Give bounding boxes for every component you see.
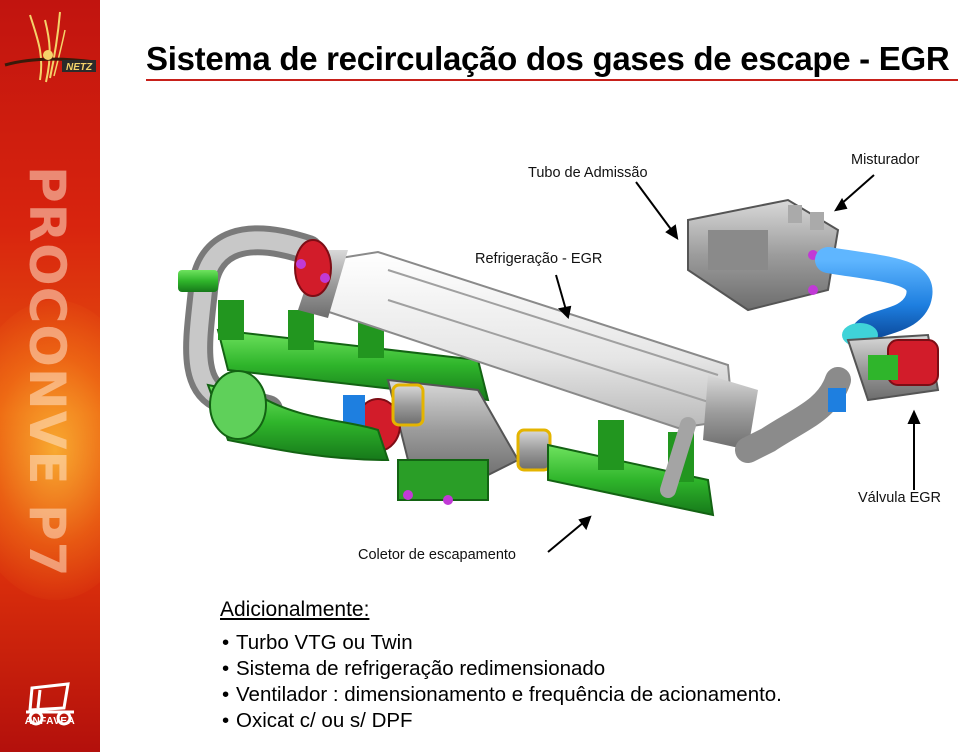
list-item: Oxicat c/ ou s/ DPF [222, 708, 782, 734]
title-underline [146, 79, 958, 81]
slide-title: Sistema de recirculação dos gases de esc… [146, 40, 950, 77]
exhaust-manifold-rear [216, 300, 490, 402]
netz-logo-text: NETZ [66, 62, 93, 73]
list-item: Ventilador : dimensionamento e frequênci… [222, 682, 782, 708]
notes-list: Turbo VTG ou Twin Sistema de refrigeraçã… [222, 630, 782, 734]
label-coletor-escapamento: Coletor de escapamento [358, 547, 516, 563]
cooler-outlet-pipe [660, 417, 696, 498]
label-misturador: Misturador [851, 152, 920, 168]
egr-system-diagram [178, 174, 940, 553]
label-valvula-egr: Válvula EGR [858, 490, 942, 506]
egr-cooler [298, 250, 758, 450]
egr-return-pipe [178, 225, 323, 425]
intake-mixer [687, 198, 840, 312]
label-refrigeracao-egr: Refrigeração - EGR [475, 251, 603, 267]
sidebar: NETZ PROCONVE P7 ANFAVEA [0, 0, 100, 752]
label-tubo-admissao: Tubo de Admissão [528, 165, 648, 181]
netz-logo-icon: NETZ [4, 11, 96, 83]
intake-blue-pipe [815, 247, 933, 348]
green-clamp [178, 270, 218, 292]
cooler-inlet-flange [294, 239, 332, 297]
callout-arrows [547, 174, 921, 553]
anfavea-car-icon [26, 682, 74, 726]
egr-valve [735, 333, 940, 463]
exhaust-manifold-front [206, 370, 715, 517]
anfavea-label: ANFAVEA [24, 716, 76, 727]
list-item: Turbo VTG ou Twin [222, 630, 782, 656]
list-item: Sistema de refrigeração redimensionado [222, 656, 782, 682]
notes-heading: Adicionalmente: [220, 598, 370, 621]
proconve-vertical-text: PROCONVE P7 [18, 166, 76, 578]
sidebar-glow [0, 300, 100, 600]
